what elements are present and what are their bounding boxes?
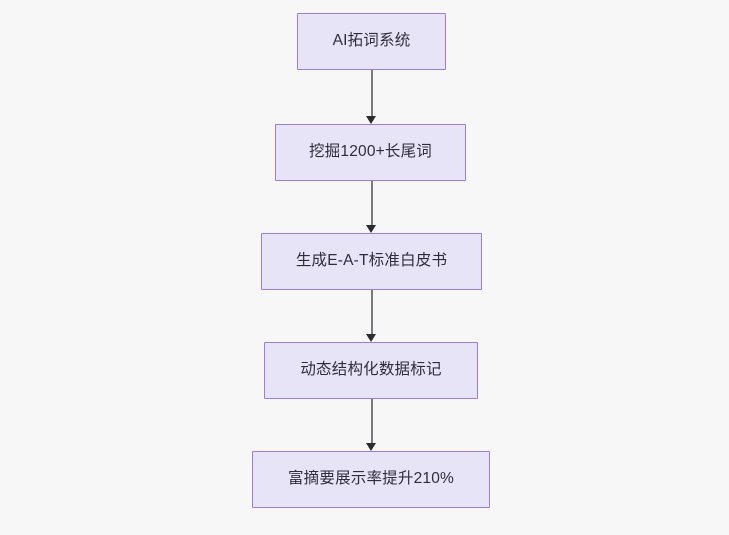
flow-node-label: AI拓词系统 — [332, 32, 411, 50]
flow-node-mine-longtail-keywords[interactable]: 挖掘1200+长尾词 — [275, 124, 466, 181]
flow-node-ai-keyword-system[interactable]: AI拓词系统 — [297, 13, 446, 70]
edge-line — [371, 399, 373, 443]
arrowhead-icon — [366, 443, 377, 451]
edge-line — [371, 181, 373, 225]
flow-node-label: 挖掘1200+长尾词 — [308, 143, 433, 161]
arrowhead-icon — [366, 116, 377, 124]
flow-node-label: 动态结构化数据标记 — [300, 361, 442, 379]
edge-line — [371, 290, 373, 334]
flow-node-label: 生成E-A-T标准白皮书 — [295, 252, 448, 270]
arrowhead-icon — [366, 225, 377, 233]
flow-node-label: 富摘要展示率提升210% — [287, 470, 455, 488]
flow-node-dynamic-structured-data[interactable]: 动态结构化数据标记 — [264, 342, 478, 399]
flow-node-rich-snippet-increase[interactable]: 富摘要展示率提升210% — [252, 451, 490, 508]
edge-line — [371, 70, 373, 116]
flow-node-generate-eat-whitepaper[interactable]: 生成E-A-T标准白皮书 — [261, 233, 482, 290]
arrowhead-icon — [366, 334, 377, 342]
